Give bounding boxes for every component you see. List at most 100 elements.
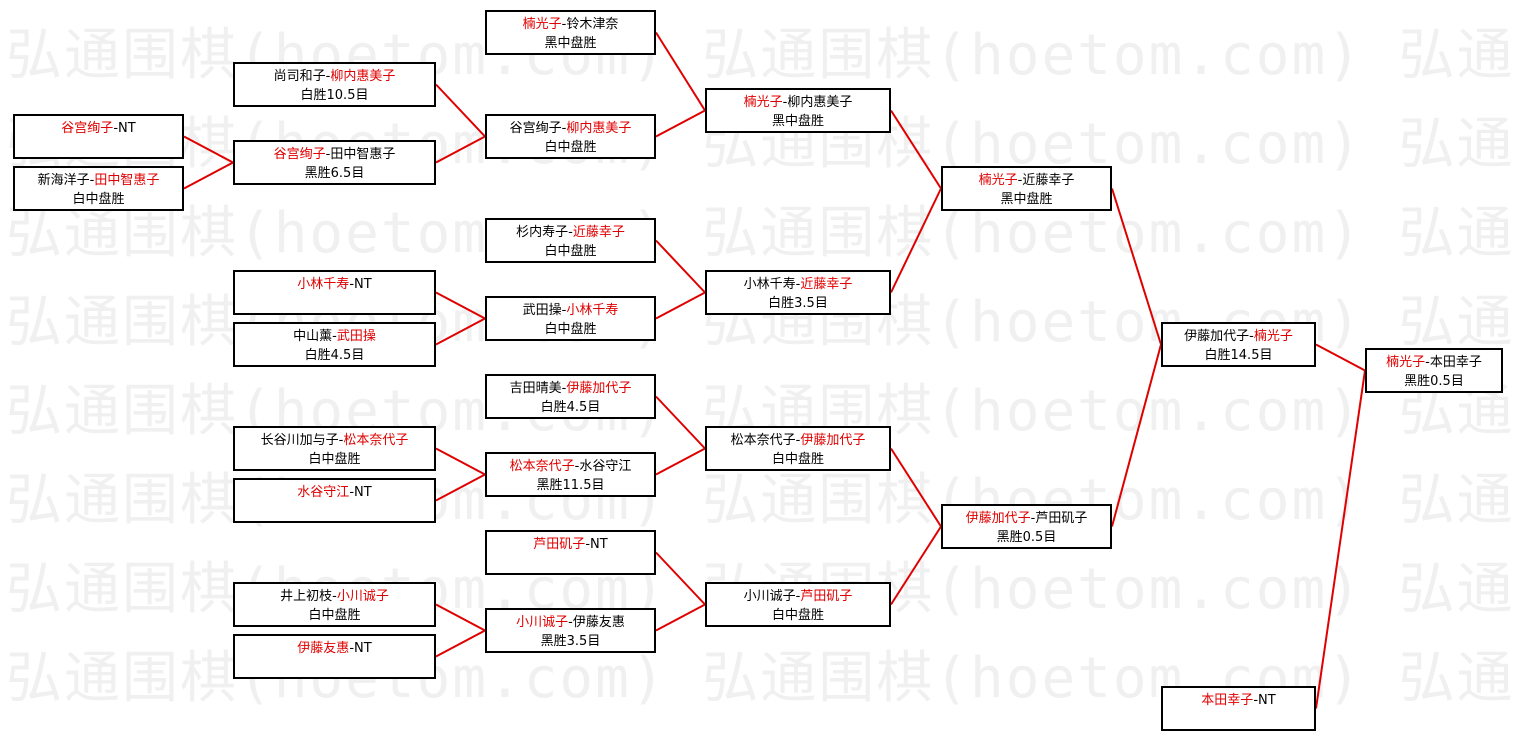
players-separator: - bbox=[561, 303, 567, 318]
black-player-name: 楠光子 bbox=[743, 95, 783, 110]
match-box-r3c: 杉内寿子-近藤幸子白中盘胜 bbox=[485, 218, 656, 263]
players-separator: - bbox=[113, 121, 119, 136]
connector-r2a-to-r3b bbox=[435, 83, 486, 138]
match-result: 白中盘胜 bbox=[544, 322, 597, 337]
black-player-name: 水谷守江 bbox=[297, 485, 350, 500]
white-player-name: 小林千寿 bbox=[566, 303, 619, 318]
black-player-name: 伊藤加代子 bbox=[1184, 329, 1250, 344]
white-player-name: NT bbox=[354, 641, 372, 656]
black-player-name: 松本奈代子 bbox=[509, 459, 575, 474]
match-box-r2a: 尚司和子-柳内惠美子白胜10.5目 bbox=[233, 62, 436, 107]
players-separator: - bbox=[349, 641, 355, 656]
match-box-r6b: 本田幸子-NT bbox=[1161, 686, 1316, 731]
match-result: 白胜10.5目 bbox=[300, 88, 369, 103]
black-player-name: 小林千寿 bbox=[743, 277, 796, 292]
match-result: 白胜4.5目 bbox=[304, 348, 365, 363]
white-player-name: 楠光子 bbox=[1253, 329, 1293, 344]
match-result: 白中盘胜 bbox=[308, 608, 361, 623]
connector-r3c-to-r4b bbox=[655, 239, 706, 294]
match-box-r3b: 谷宫绚子-柳内惠美子白中盘胜 bbox=[485, 114, 656, 159]
black-player-name: 楠光子 bbox=[1386, 355, 1426, 370]
connector-r3b-to-r4a bbox=[655, 109, 706, 138]
connector-r3a-to-r4a bbox=[655, 31, 706, 112]
white-player-name: 柳内惠美子 bbox=[566, 121, 632, 136]
players-separator: - bbox=[338, 433, 344, 448]
match-result: 白胜4.5目 bbox=[540, 400, 601, 415]
black-player-name: 武田操 bbox=[522, 303, 562, 318]
black-player-name: 谷宫绚子 bbox=[273, 147, 326, 162]
black-player-name: 杉内寿子 bbox=[516, 225, 569, 240]
match-players: 尚司和子-柳内惠美子 bbox=[235, 67, 434, 86]
match-players: 长谷川加与子-松本奈代子 bbox=[235, 431, 434, 450]
white-player-name: NT bbox=[1258, 693, 1276, 708]
match-players: 楠光子-铃木津奈 bbox=[487, 15, 654, 34]
connector-r1b-to-r2b bbox=[183, 161, 234, 190]
black-player-name: 谷宫绚子 bbox=[509, 121, 562, 136]
white-player-name: 近藤幸子 bbox=[800, 277, 853, 292]
players-separator: - bbox=[561, 17, 567, 32]
players-separator: - bbox=[332, 329, 337, 344]
match-box-final: 楠光子-本田幸子黑胜0.5目 bbox=[1365, 348, 1503, 393]
white-player-name: 芦田矶子 bbox=[1035, 511, 1088, 526]
white-player-name: 本田幸子 bbox=[1429, 355, 1482, 370]
connector-r2c-to-r3d bbox=[435, 291, 486, 320]
match-box-r2d: 中山薰-武田操白胜4.5目 bbox=[233, 322, 436, 367]
black-player-name: 芦田矶子 bbox=[533, 537, 586, 552]
white-player-name: NT bbox=[590, 537, 608, 552]
black-player-name: 新海洋子 bbox=[37, 173, 90, 188]
match-box-r2e: 长谷川加与子-松本奈代子白中盘胜 bbox=[233, 426, 436, 471]
match-result: 白胜3.5目 bbox=[768, 296, 828, 311]
players-separator: - bbox=[568, 225, 573, 240]
white-player-name: 小川诚子 bbox=[336, 589, 389, 604]
connector-r2b-to-r3b bbox=[435, 135, 486, 164]
match-box-r3f: 松本奈代子-水谷守江黑胜11.5目 bbox=[485, 452, 656, 497]
white-player-name: 铃木津奈 bbox=[566, 17, 619, 32]
match-box-r5a: 楠光子-近藤幸子黑中盘胜 bbox=[941, 166, 1112, 211]
white-player-name: 伊藤加代子 bbox=[566, 381, 632, 396]
black-player-name: 小林千寿 bbox=[297, 277, 350, 292]
connector-r6a-to-final bbox=[1315, 343, 1366, 372]
black-player-name: 中山薰 bbox=[293, 329, 333, 344]
players-separator: - bbox=[585, 537, 591, 552]
match-players: 楠光子-柳内惠美子 bbox=[707, 93, 889, 112]
match-players: 水谷守江-NT bbox=[235, 483, 434, 502]
white-player-name: NT bbox=[118, 121, 136, 136]
white-player-name: 近藤幸子 bbox=[1022, 173, 1075, 188]
black-player-name: 长谷川加与子 bbox=[260, 433, 339, 448]
match-box-r4b: 小林千寿-近藤幸子白胜3.5目 bbox=[705, 270, 891, 315]
white-player-name: 伊藤友惠 bbox=[572, 615, 625, 630]
match-result: 白中盘胜 bbox=[544, 244, 597, 259]
match-players: 武田操-小林千寿 bbox=[487, 301, 654, 320]
match-box-r2h: 伊藤友惠-NT bbox=[233, 634, 436, 679]
match-result: 白中盘胜 bbox=[771, 452, 824, 467]
match-result: 黑中盘胜 bbox=[1000, 192, 1053, 207]
black-player-name: 吉田晴美 bbox=[509, 381, 562, 396]
match-result: 黑胜6.5目 bbox=[304, 166, 365, 181]
match-box-r3g: 芦田矶子-NT bbox=[485, 530, 656, 575]
players-separator: - bbox=[325, 69, 331, 84]
black-player-name: 本田幸子 bbox=[1201, 693, 1254, 708]
players-separator: - bbox=[795, 277, 801, 292]
connector-r3g-to-r4d bbox=[655, 551, 706, 606]
players-separator: - bbox=[332, 589, 337, 604]
match-result: 白中盘胜 bbox=[544, 140, 597, 155]
match-players: 本田幸子-NT bbox=[1163, 691, 1314, 710]
match-box-r2f: 水谷守江-NT bbox=[233, 478, 436, 523]
white-player-name: 松本奈代子 bbox=[343, 433, 409, 448]
connector-r4d-to-r5b bbox=[890, 525, 942, 606]
white-player-name: 柳内惠美子 bbox=[787, 95, 853, 110]
players-separator: - bbox=[574, 459, 580, 474]
white-player-name: 田中智惠子 bbox=[94, 173, 160, 188]
white-player-name: NT bbox=[354, 277, 372, 292]
black-player-name: 楠光子 bbox=[522, 17, 562, 32]
match-players: 松本奈代子-水谷守江 bbox=[487, 457, 654, 476]
white-player-name: 水谷守江 bbox=[579, 459, 632, 474]
match-players: 谷宫绚子-田中智惠子 bbox=[235, 145, 434, 164]
white-player-name: 武田操 bbox=[336, 329, 376, 344]
white-player-name: 伊藤加代子 bbox=[800, 433, 866, 448]
players-separator: - bbox=[1030, 511, 1036, 526]
connector-r3h-to-r4d bbox=[655, 603, 706, 632]
match-players: 中山薰-武田操 bbox=[235, 327, 434, 346]
match-players: 小川诚子-伊藤友惠 bbox=[487, 613, 654, 632]
players-separator: - bbox=[568, 615, 573, 630]
